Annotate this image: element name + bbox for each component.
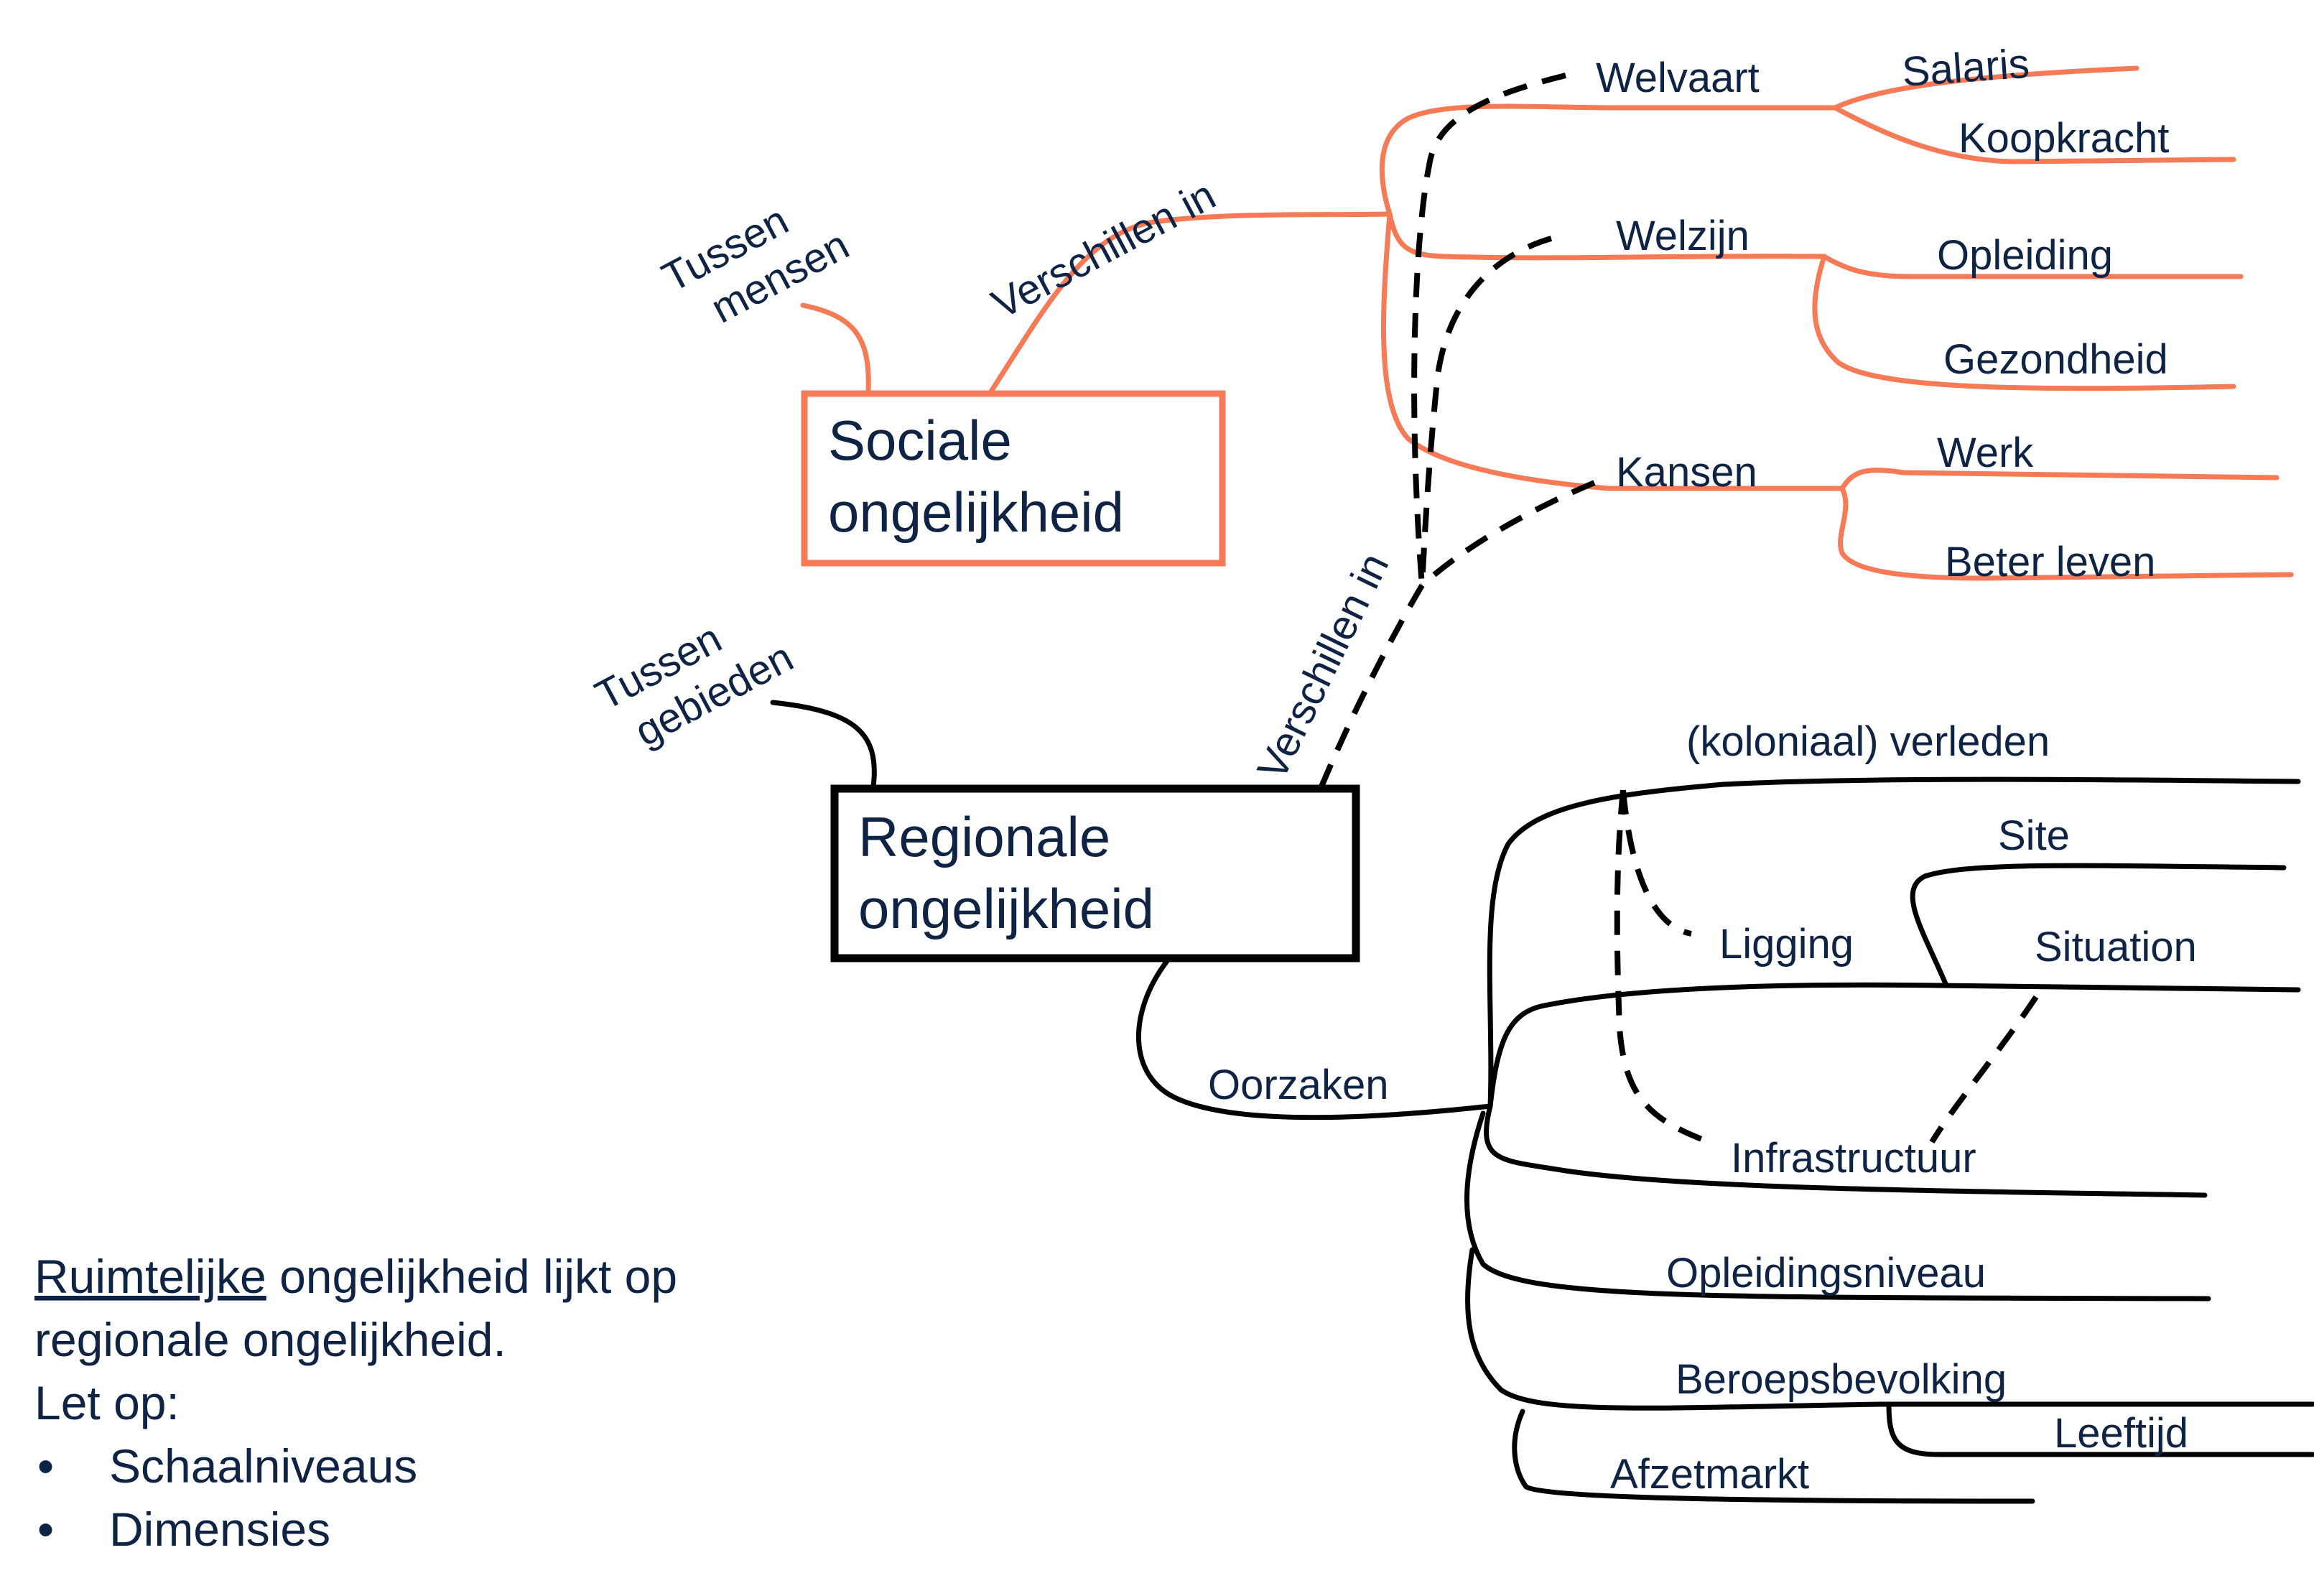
connector-welzijn [1387,211,1827,261]
ligging-label: Ligging [1719,921,1854,968]
note-line1-rest: ongelijkheid lijkt op [266,1250,677,1303]
connector-oorzaken [1135,958,1493,1121]
connector-beroepsbevolking [1465,1247,2314,1411]
leeftijd-label: Leeftijd [2054,1410,2188,1457]
connector-gezondheid [1812,254,2236,391]
connector-tussen-mensen [800,302,871,394]
welvaart-label: Welvaart [1596,55,1760,101]
verschillen-in-social-label: Verschillen in [985,172,1223,328]
welzijn-label: Welzijn [1616,213,1750,259]
connector-beter-leven [1838,486,2294,581]
note-bullet-1-marker: • [37,1439,54,1493]
connector-site [1910,863,2287,988]
opleidingsniveau-label: Opleidingsniveau [1666,1250,1986,1296]
kansen-label: Kansen [1616,449,1757,496]
sociale-title-line2: ongelijkheid [828,481,1124,544]
sociale-title-line1: Sociale [828,409,1012,472]
oorzaken-label: Oorzaken [1208,1062,1388,1108]
connector-opleidingsniveau [1464,1110,2211,1302]
connector-salaris [1832,65,2139,111]
tussen-mensen-label: Tussen mensen [655,197,857,333]
connector-tussen-gebieden [770,700,877,789]
connector-welvaart [1379,103,1838,217]
dashed-situation-infrastructuur [1929,995,2039,1144]
note-bullet-dimensies: Dimensies [109,1503,330,1556]
note-line1: Ruimtelijke ongelijkheid lijkt op [34,1250,677,1303]
connector-afzetmarkt [1512,1409,2035,1504]
connector-opleiding [1821,254,2244,279]
note-line2: regionale ongelijkheid. [34,1313,506,1366]
koopkracht-label: Koopkracht [1958,115,2169,162]
situation-label: Situation [2035,924,2197,970]
connector-infrastructuur [1484,1103,2208,1198]
sociale-ongelijkheid-box [801,390,1226,567]
connector-verleden [1487,776,2301,1109]
connector-verschillen-in-social [988,211,1393,394]
ruimtelijke-note: Ruimtelijke ongelijkheid lijkt op region… [34,1250,677,1556]
werk-label: Werk [1937,430,2034,476]
note-bullet-2-marker: • [37,1503,54,1556]
dashed-verleden-ligging [1620,789,1692,937]
connector-kansen [1380,211,1845,491]
regionale-ongelijkheid-box [830,784,1360,962]
dashed-kansen [1420,480,1596,588]
afzetmarkt-label: Afzetmarkt [1610,1451,1809,1498]
infrastructuur-label: Infrastructuur [1731,1135,1976,1182]
salaris-label: Salaris [1900,40,2030,96]
tussen-gebieden-label: Tussen gebieden [588,615,801,756]
gezondheid-label: Gezondheid [1943,336,2168,383]
note-line3: Let op: [34,1376,180,1429]
beroepsbevolking-label: Beroepsbevolking [1676,1356,2007,1403]
connector-koopkracht [1832,105,2236,164]
note-underlined-word: Ruimtelijke [34,1250,266,1303]
opleiding-label: Opleiding [1937,232,2113,279]
koloniaal-verleden-label: (koloniaal) verleden [1686,718,2050,765]
regionale-title-line1: Regionale [858,805,1110,868]
dashed-connectors [1319,73,2039,1145]
connector-leeftijd [1886,1401,2314,1457]
regional-connectors [770,700,2314,1504]
note-bullet-schaalniveaus: Schaalniveaus [109,1439,417,1493]
connector-ligging [1487,982,2301,1109]
dashed-welvaart [1411,73,1566,586]
site-label: Site [1998,812,2070,859]
dashed-verleden-infrastructuur [1614,789,1711,1145]
dashed-welzijn [1419,236,1553,586]
beter-leven-label: Beter leven [1945,539,2155,585]
connector-werk [1839,467,2280,491]
social-connectors [800,65,2294,581]
regionale-title-line2: ongelijkheid [858,877,1154,940]
